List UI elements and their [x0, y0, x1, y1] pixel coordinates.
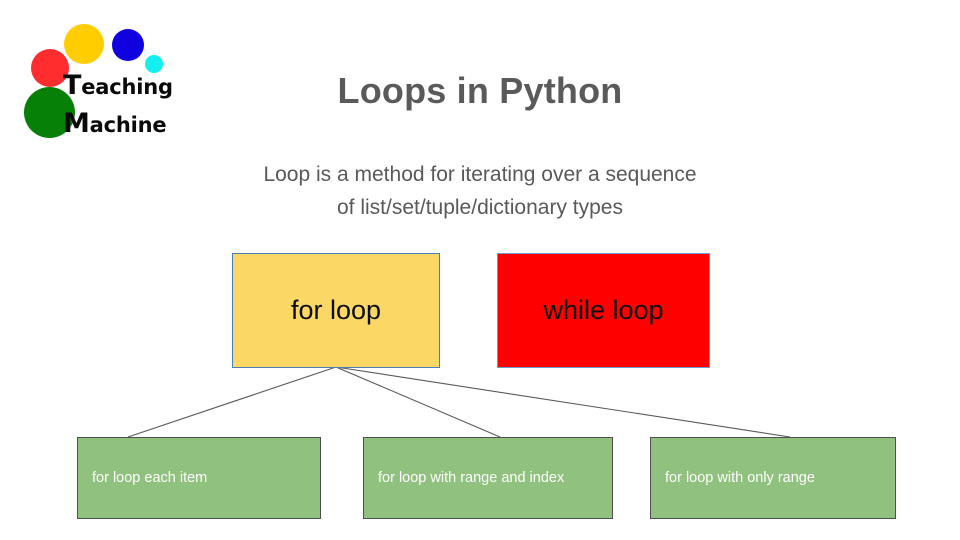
connector-line-1	[335, 366, 501, 438]
page-title: Loops in Python	[337, 70, 623, 111]
node-for-loop[interactable]: for loop	[232, 253, 440, 368]
node-for-loop-with-only-range-label: for loop with only range	[665, 470, 815, 486]
subtitle-line-2: of list/set/tuple/dictionary types	[337, 196, 623, 219]
node-while-loop[interactable]: while loop	[497, 253, 710, 368]
subtitle-text: Loop is a method for iterating over a se…	[130, 158, 830, 224]
node-for-loop-label: for loop	[290, 295, 382, 325]
logo-word-machine: Machine	[63, 108, 167, 139]
node-for-loop-with-only-range[interactable]: for loop with only range	[650, 437, 896, 519]
connector-line-2	[335, 366, 791, 438]
node-for-loop-each-item[interactable]: for loop each item	[77, 437, 321, 519]
yellow-circle-icon	[64, 24, 104, 64]
logo-rest-eaching: eaching	[81, 75, 173, 99]
logo-rest-achine: achine	[89, 113, 167, 137]
cyan-circle-icon	[145, 55, 163, 73]
teaching-machine-logo: Teaching Machine	[0, 0, 185, 150]
node-for-loop-with-range-and-index-label: for loop with range and index	[378, 470, 565, 486]
node-while-loop-label: while loop	[543, 295, 664, 325]
logo-word-teaching: Teaching	[63, 70, 173, 101]
node-for-loop-each-item-label: for loop each item	[92, 470, 208, 486]
green-circle-icon	[24, 87, 75, 138]
red-circle-icon	[31, 49, 69, 87]
blue-circle-icon	[112, 29, 144, 61]
connector-line-0	[127, 366, 337, 438]
node-for-loop-with-range-and-index[interactable]: for loop with range and index	[363, 437, 613, 519]
logo-cap-t: T	[63, 70, 82, 101]
subtitle-line-1: Loop is a method for iterating over a se…	[263, 163, 697, 186]
logo-cap-m: M	[63, 108, 90, 139]
